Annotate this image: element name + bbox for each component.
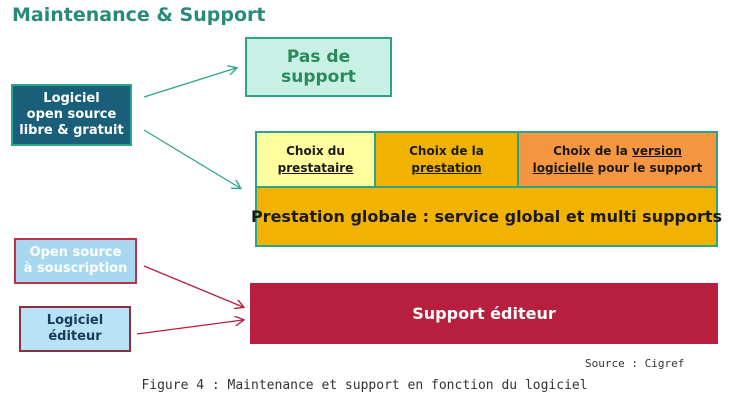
choix-version-cell: Choix de la version logicielle pour le s… xyxy=(519,133,716,188)
choix-version-prefix: Choix de la xyxy=(553,143,628,158)
source-libre-line-1: Logiciel xyxy=(43,91,100,106)
choix-prestation-cell: Choix de la prestation xyxy=(376,133,519,188)
choix-version-link-2: logicielle xyxy=(532,160,594,175)
choix-prestation-prefix: Choix de la xyxy=(409,143,484,158)
source-souscription: Open source à souscription xyxy=(14,238,137,284)
source-souscription-line-1: Open source xyxy=(29,245,122,260)
arrow-libre-to-prestation xyxy=(143,129,240,188)
choix-prestation-link: prestation xyxy=(411,160,482,175)
arrow-souscription-to-editeur xyxy=(143,265,243,307)
source-souscription-line-2: à souscription xyxy=(23,261,128,276)
choix-prestataire-prefix: Choix du xyxy=(286,143,345,158)
choix-version-link-1: version xyxy=(632,143,682,158)
source-libre-gratuit: Logiciel open source libre & gratuit xyxy=(11,84,132,146)
support-editeur-box: Support éditeur xyxy=(250,283,718,344)
source-editeur-line-2: éditeur xyxy=(48,329,102,344)
source-editeur-line-1: Logiciel xyxy=(46,313,104,328)
arrow-libre-to-pas-support xyxy=(143,68,236,98)
choix-prestataire-link: prestataire xyxy=(277,160,354,175)
prestation-globale-label: Prestation globale : service global et m… xyxy=(250,207,723,226)
figure-caption: Figure 4 : Maintenance et support en fon… xyxy=(141,378,588,393)
source-libre-line-2: open source xyxy=(26,107,117,122)
source-libre-line-3: libre & gratuit xyxy=(19,123,124,138)
choix-prestataire-cell: Choix du prestataire xyxy=(257,133,376,188)
source-editeur: Logiciel éditeur xyxy=(19,306,131,352)
pas-de-support-box: Pas de support xyxy=(245,37,392,97)
arrow-editeur-to-support-editeur xyxy=(136,320,243,335)
choix-version-suffix: pour le support xyxy=(597,160,703,175)
source-note: Source : Cigref xyxy=(585,357,685,370)
page-title: Maintenance & Support xyxy=(12,4,266,26)
